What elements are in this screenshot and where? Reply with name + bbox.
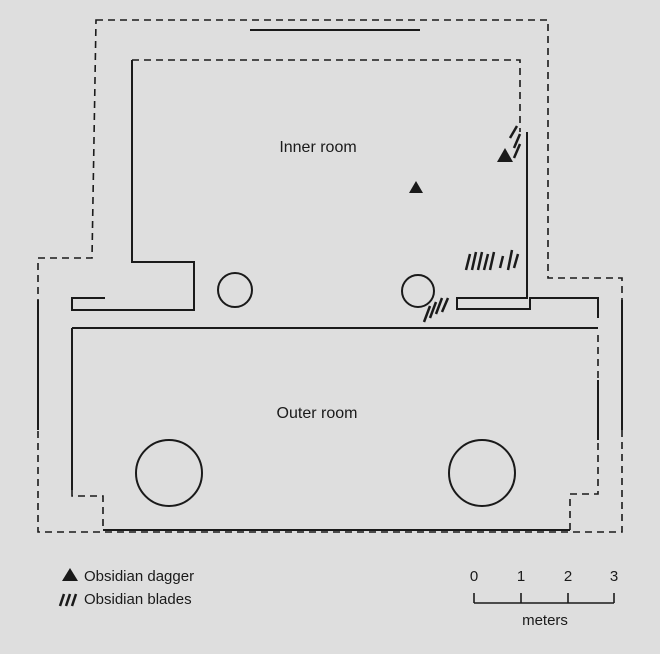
scale-tick-label: 3 xyxy=(610,568,618,585)
dagger-icon xyxy=(409,181,423,193)
scale-tick-label: 0 xyxy=(470,568,478,585)
legend-blades-label: Obsidian blades xyxy=(84,591,192,608)
outer-room-label: Outer room xyxy=(277,405,358,422)
blades-icon xyxy=(58,593,78,607)
outer-room-right-dashed xyxy=(569,330,599,530)
reconstructed-outline xyxy=(37,19,623,533)
dagger-icon xyxy=(62,568,78,581)
blades-icon xyxy=(422,297,450,323)
outer-room-left-dashed xyxy=(71,490,104,530)
inner-room-label: Inner room xyxy=(279,139,356,156)
blades-icon xyxy=(508,125,522,159)
dagger-icon xyxy=(497,148,513,162)
outer-right-posthole xyxy=(448,439,516,507)
outer-left-posthole xyxy=(135,439,203,507)
scale-unit-label: meters xyxy=(522,612,568,629)
scale-tick-label: 2 xyxy=(564,568,572,585)
inner-right-posthole xyxy=(401,274,435,308)
inner-left-posthole xyxy=(217,272,253,308)
inner-room-dashed-wall xyxy=(132,59,521,132)
blades-icon xyxy=(464,249,520,271)
inner-room-left-wall xyxy=(71,60,195,311)
inner-room-right-wall xyxy=(456,132,599,318)
legend-dagger-label: Obsidian dagger xyxy=(84,568,194,585)
scale-bar xyxy=(473,593,615,604)
scale-tick-label: 1 xyxy=(517,568,525,585)
